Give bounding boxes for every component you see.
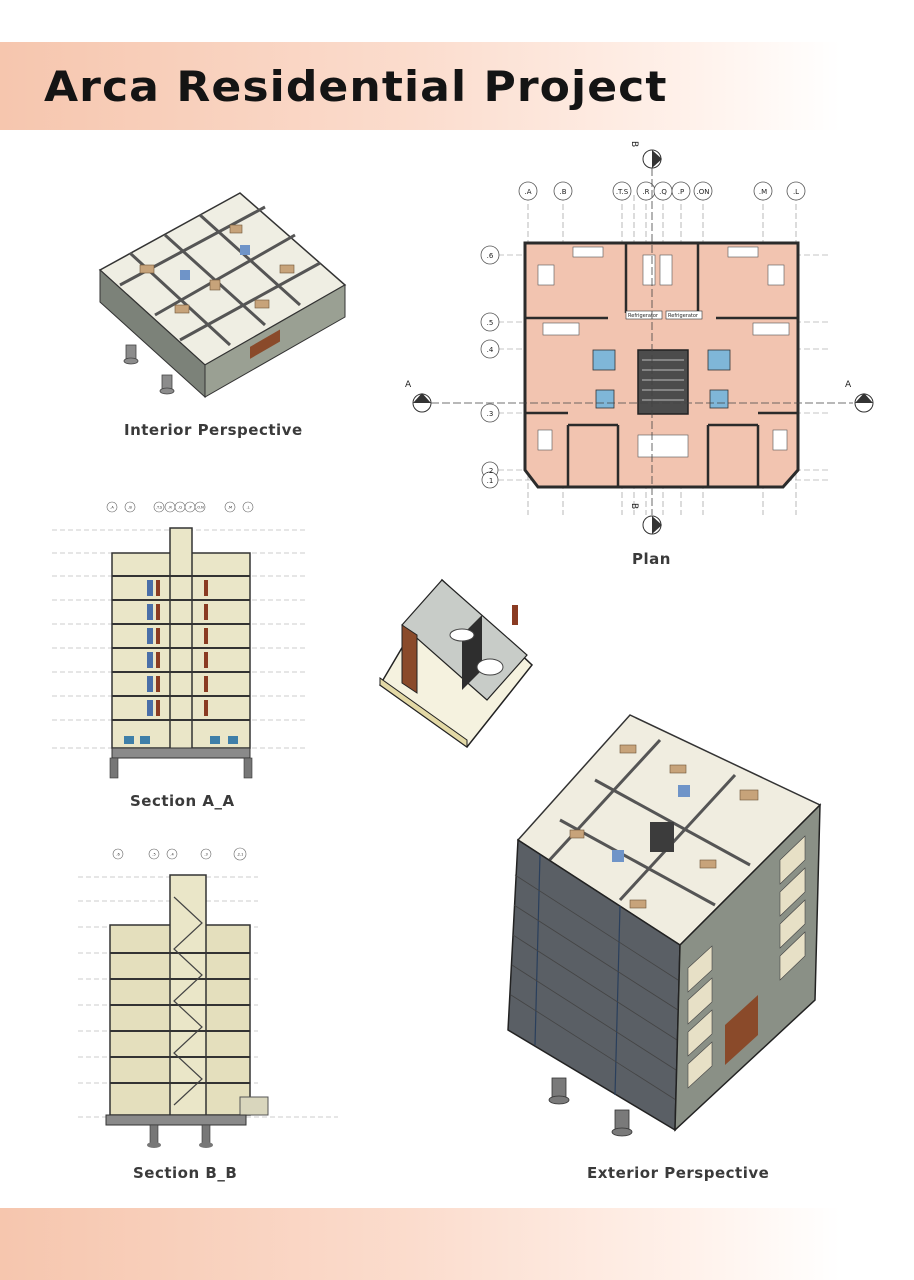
plan-row-label: .3: [487, 410, 494, 418]
caption-section-a: Section A_A: [130, 792, 235, 810]
caption-interior-perspective: Interior Perspective: [124, 421, 303, 439]
plan-room-label: Refrigerator: [668, 313, 699, 319]
bathroom-perspective-drawing: [379, 578, 534, 749]
plan-grid-label: .P: [678, 188, 684, 196]
svg-text:A: A: [405, 380, 412, 390]
plan-grid-label: .A: [524, 188, 531, 196]
svg-text:B: B: [629, 141, 639, 147]
plan-grid-label: .ON: [697, 188, 710, 196]
page-title: Arca Residential Project: [44, 62, 668, 111]
section-b-grid-label: .6: [116, 853, 119, 857]
plan-row-label: .6: [487, 252, 494, 260]
section-b-grid-label: .2.1: [237, 853, 244, 857]
plan-grid-label: .B: [559, 188, 566, 196]
svg-text:A: A: [845, 380, 852, 390]
plan-row-label: .4: [487, 346, 494, 354]
svg-text:B: B: [629, 503, 639, 509]
plan-grid-label: .M: [759, 188, 767, 196]
interior-perspective-drawing: [98, 192, 347, 399]
header-band: [0, 42, 914, 130]
section-b-grid-label: .3: [204, 853, 207, 857]
section-a-grid-label: .R: [168, 506, 172, 510]
exterior-perspective-drawing: [507, 714, 822, 1137]
section-a-grid-label: .Q: [178, 506, 182, 510]
footer-band: [0, 1208, 914, 1280]
section-b-drawing: .6 .5 .4 .3 .2.1: [78, 847, 338, 1148]
section-a-grid-label: .T.S: [156, 506, 163, 510]
section-a-grid-label: .O.N: [196, 506, 204, 510]
plan-row-label: .1: [487, 477, 494, 485]
section-a-grid-label: .B: [128, 506, 132, 510]
section-a-grid-label: .L: [246, 506, 249, 510]
section-b-grid-label: .5: [152, 853, 155, 857]
plan-grid-label: .L: [793, 188, 799, 196]
plan-grid-label: .R: [642, 188, 649, 196]
section-a-grid-label: .A: [110, 506, 114, 510]
section-a-grid-label: .M: [228, 506, 232, 510]
caption-section-b: Section B_B: [133, 1164, 238, 1182]
section-a-drawing: .A .B .T.S .R .Q .P .O.N .M .L: [52, 501, 307, 779]
plan-row-label: .2: [487, 467, 494, 475]
plan-row-label: .5: [487, 319, 494, 327]
section-marker: B B: [629, 141, 662, 535]
section-b-grid-label: .4: [170, 853, 174, 857]
section-marker: A A: [405, 380, 874, 413]
plan-room-label: Refrigerator: [628, 313, 659, 319]
caption-plan: Plan: [632, 550, 671, 568]
plan-drawing: Refrigerator Refrigerator .A .B .T.S .R …: [405, 141, 874, 535]
plan-grid-label: .T.S: [616, 188, 629, 196]
plan-grid-label: .Q: [659, 188, 667, 196]
caption-exterior-perspective: Exterior Perspective: [587, 1164, 770, 1182]
section-a-grid-label: .P: [188, 506, 191, 510]
